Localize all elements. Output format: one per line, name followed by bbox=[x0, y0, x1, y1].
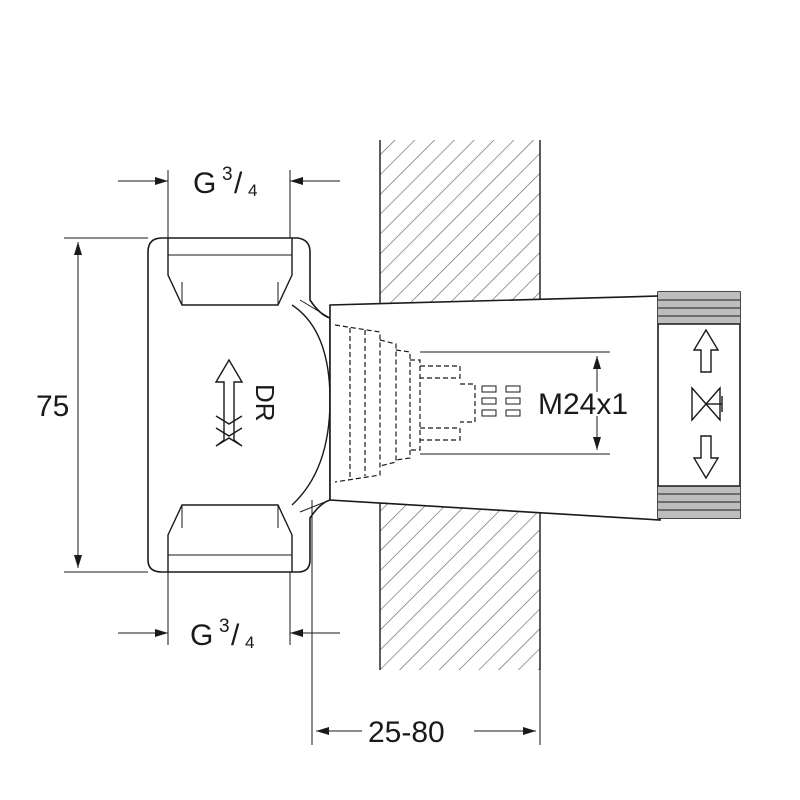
thread-top-slash: / bbox=[234, 167, 243, 200]
connection-thread-dimension bbox=[420, 351, 610, 455]
thread-bottom-numerator: 3 bbox=[219, 616, 230, 637]
valve-open-close-symbol-icon bbox=[691, 328, 723, 480]
valve-body bbox=[147, 237, 331, 573]
height-value: 75 bbox=[36, 390, 69, 423]
wall-depth-value: 25-80 bbox=[368, 716, 445, 749]
thread-bottom-dimension bbox=[118, 572, 340, 645]
flow-direction-arrow-icon bbox=[214, 358, 244, 447]
wall-depth-dimension bbox=[311, 500, 541, 746]
connection-thread-value: M24x1 bbox=[538, 388, 628, 421]
thread-bottom-denominator: 4 bbox=[245, 633, 254, 652]
flow-marker-label: DR bbox=[250, 384, 280, 422]
thread-top-prefix: G bbox=[193, 167, 216, 200]
height-dimension bbox=[64, 237, 148, 573]
thread-top-dimension bbox=[118, 170, 340, 238]
thread-top-denominator: 4 bbox=[248, 181, 257, 200]
thread-bottom-prefix: G bbox=[190, 619, 213, 652]
extension-cap bbox=[657, 291, 741, 519]
thread-bottom-slash: / bbox=[231, 619, 240, 652]
thread-top-numerator: 3 bbox=[222, 164, 233, 185]
